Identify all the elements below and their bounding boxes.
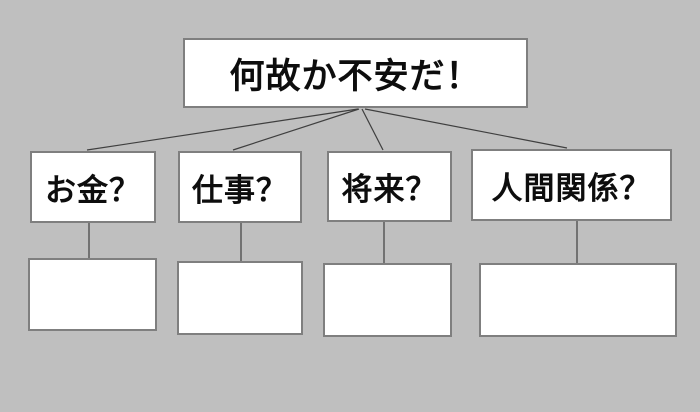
root-box-label: 何故か不安だ！ [229,56,482,97]
cause-box-money-label: お金？ [45,172,141,209]
cause-box-relationships: 人間関係？ [471,149,672,221]
connector-root-to-future [361,108,384,151]
cause-box-money: お金？ [30,151,156,223]
answer-box-money-empty [28,258,157,331]
cause-box-future-label: 将来？ [341,172,438,208]
cause-box-relationships-label: 人間関係？ [491,170,652,207]
connector-root-to-relationships [364,108,568,149]
root-box-anxiety: 何故か不安だ！ [183,38,528,108]
answer-box-work-empty [177,261,303,335]
cause-box-work-label: 仕事？ [192,172,288,209]
cause-box-future: 将来？ [327,151,452,222]
answer-box-future-empty [323,263,452,337]
connector-root-to-money [86,108,359,151]
connector-root-to-work [232,108,360,151]
cause-box-work: 仕事？ [178,151,302,223]
answer-box-relationships-empty [479,263,677,337]
